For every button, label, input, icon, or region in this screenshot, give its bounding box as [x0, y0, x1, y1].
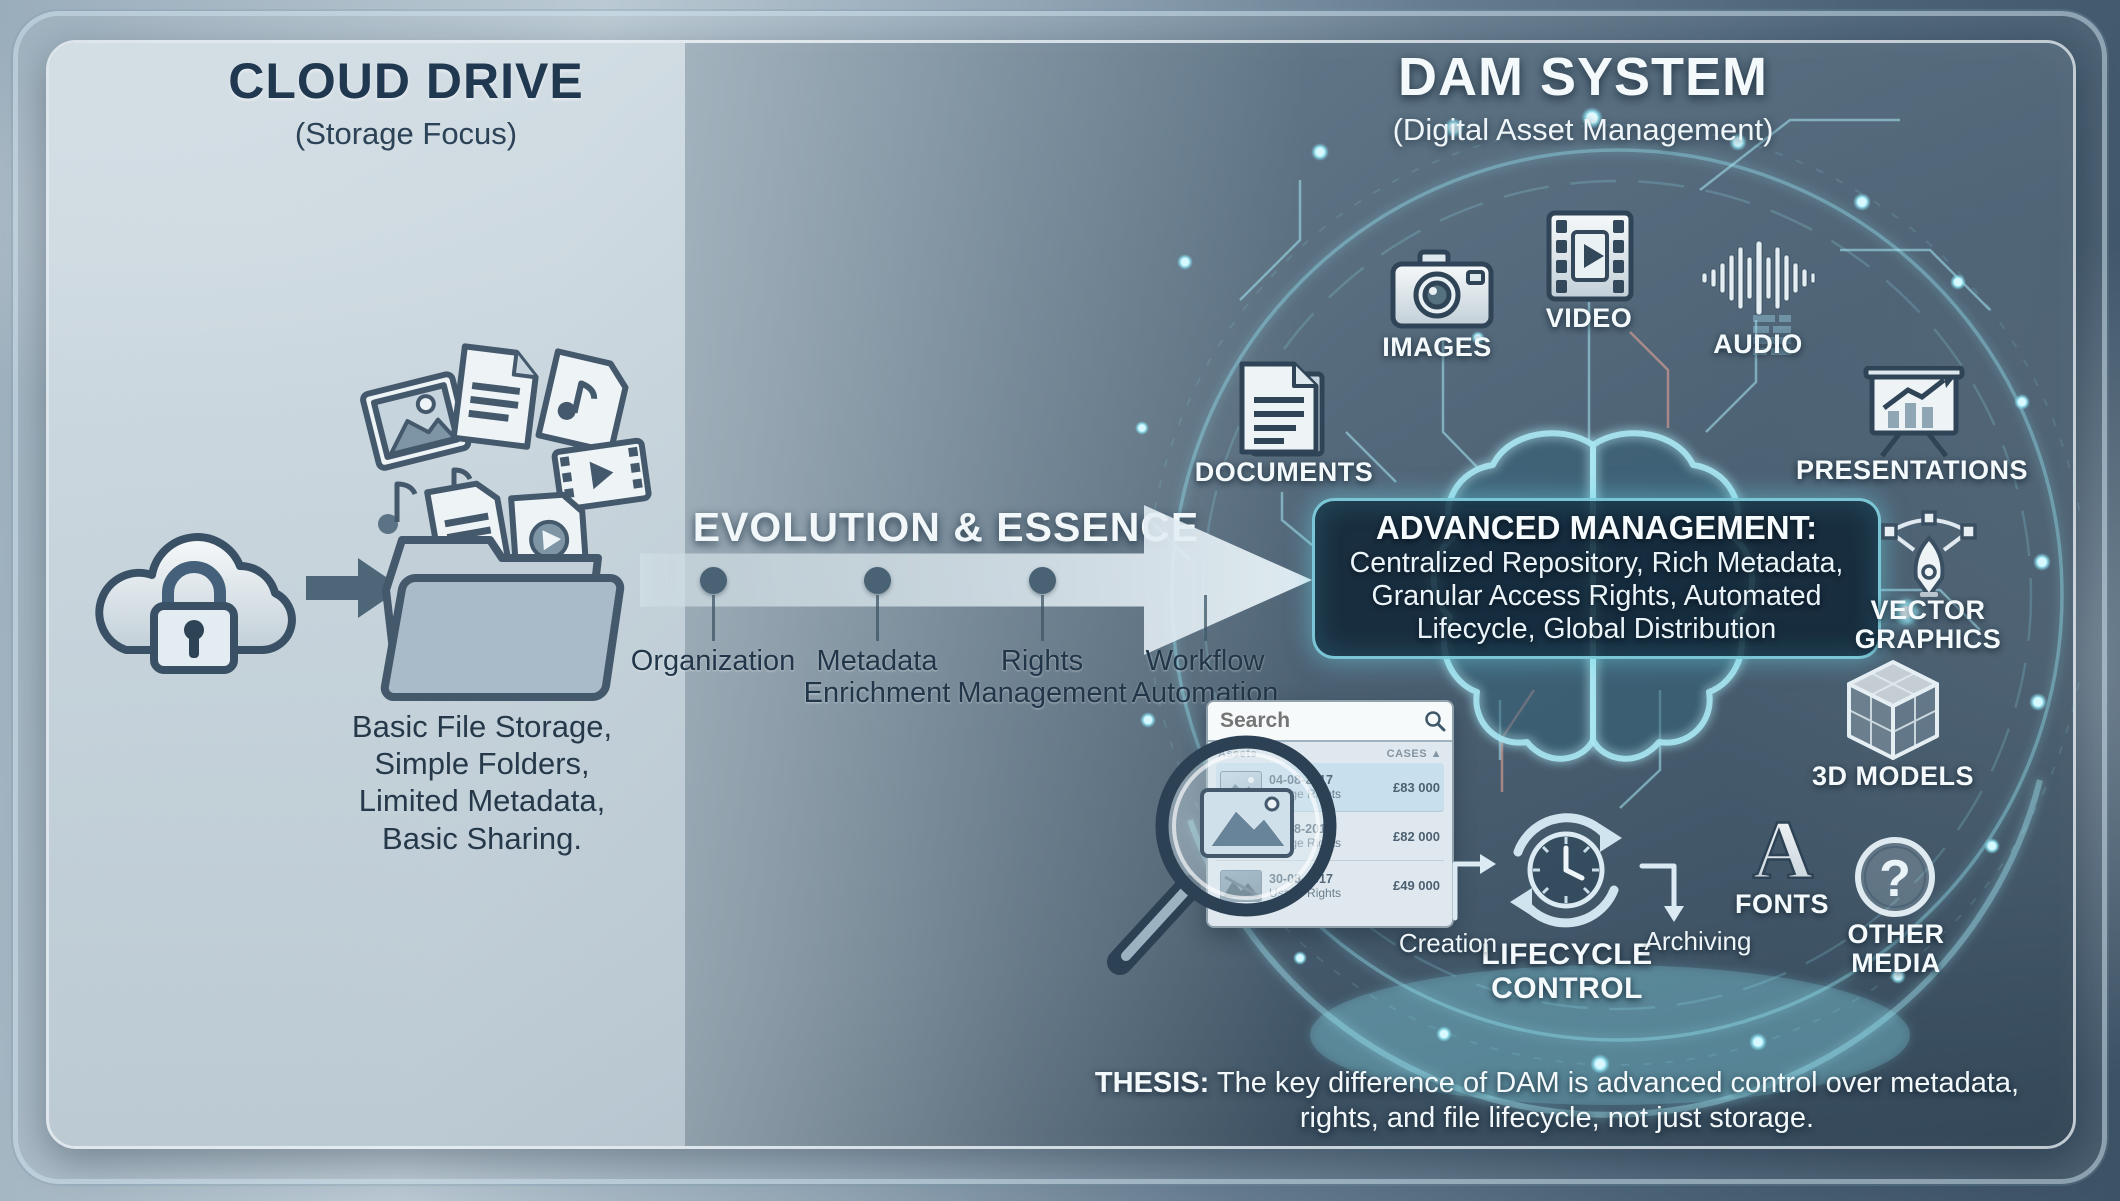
- glow-nodes: [1135, 107, 2051, 1074]
- outer-frame: [13, 11, 2107, 1184]
- cloud-lock-icon: [95, 533, 296, 674]
- dam-system-title: DAM SYSTEM: [1397, 47, 1769, 107]
- thesis-line2: rights, and file lifecycle, not just sto…: [1299, 1102, 1815, 1135]
- lifecycle-clock-icon: [1510, 813, 1622, 928]
- evolution-title: EVOLUTION & ESSENCE: [692, 504, 1200, 550]
- milestone-label: Workflow Automation: [1131, 645, 1279, 710]
- asset-label-vector-graphics: VECTOR GRAPHICS: [1854, 595, 2002, 655]
- thesis-line1: The key difference of DAM is advanced co…: [1209, 1067, 2020, 1099]
- background-table-icon: [1753, 315, 1791, 355]
- search-icon: [1425, 711, 1446, 732]
- lifecycle-step-archiving: Archiving: [1644, 926, 1752, 956]
- asset-label-audio: AUDIO: [1713, 329, 1803, 359]
- filmstrip-icon: [1546, 210, 1634, 302]
- advanced-management-line: Lifecycle, Global Distribution: [1416, 613, 1777, 646]
- timeline-dot: [1029, 567, 1056, 594]
- row-value: £49 000: [1393, 878, 1440, 893]
- asset-label-fonts: FONTS: [1735, 889, 1829, 919]
- search-input[interactable]: [1208, 709, 1418, 733]
- milestone-label: Metadata Enrichment: [803, 645, 951, 710]
- timeline-stem: [1204, 595, 1207, 641]
- pen-tool-icon: [1881, 510, 1977, 598]
- table-header-right[interactable]: CASES ▲: [1386, 748, 1442, 760]
- magnifier-overlay-icon: [1107, 735, 1337, 975]
- timeline-stem: [876, 595, 879, 641]
- timeline-stem: [712, 595, 715, 641]
- folder-files-icon: [360, 343, 652, 701]
- lifecycle-step-creation: Creation: [1398, 928, 1498, 958]
- asset-label-3d-models: 3D MODELS: [1811, 761, 1975, 791]
- row-value: £83 000: [1393, 779, 1440, 795]
- timeline-dot: [864, 567, 891, 594]
- asset-label-other-media: OTHER MEDIA: [1847, 919, 1945, 979]
- documents-icon: [1239, 361, 1325, 457]
- asset-label-video: VIDEO: [1545, 303, 1633, 333]
- asset-label-presentations: PRESENTATIONS: [1795, 455, 2029, 485]
- lifecycle-control-label: LIFECYCLE CONTROL: [1481, 938, 1653, 1005]
- question-mark-icon: ?: [1855, 837, 1935, 917]
- cube-icon: [1847, 660, 1939, 760]
- waveform-icon: [1701, 240, 1816, 316]
- dam-system-subtitle: (Digital Asset Management): [1392, 112, 1774, 147]
- letter-a-icon: A: [1751, 806, 1815, 890]
- asset-label-documents: DOCUMENTS: [1194, 457, 1374, 487]
- asset-label-images: IMAGES: [1382, 332, 1492, 362]
- search-button[interactable]: [1418, 706, 1452, 736]
- milestone-label: Organization: [630, 645, 796, 677]
- timeline-dot: [700, 567, 727, 594]
- lifecycle-flow-arrows: [1452, 854, 1684, 922]
- advanced-management-title: ADVANCED MANAGEMENT:: [1375, 509, 1818, 547]
- camera-icon: [1390, 249, 1494, 329]
- milestone-label: Rights Management: [957, 645, 1127, 710]
- arrow-right-icon: [306, 558, 402, 618]
- thesis-prefix: THESIS:: [1094, 1067, 1210, 1099]
- svg-text:A: A: [1753, 806, 1814, 890]
- svg-text:?: ?: [1879, 850, 1911, 908]
- timeline-stem: [1041, 595, 1044, 641]
- advanced-management-box: ADVANCED MANAGEMENT: Centralized Reposit…: [1312, 498, 1881, 659]
- cloud-drive-subtitle: (Storage Focus): [294, 116, 518, 151]
- row-value: £82 000: [1393, 828, 1440, 844]
- search-bar: [1208, 702, 1452, 742]
- presentation-chart-icon: [1863, 366, 1965, 458]
- advanced-management-line: Granular Access Rights, Automated: [1371, 579, 1822, 612]
- advanced-management-line: Centralized Repository, Rich Metadata,: [1349, 546, 1844, 579]
- cloud-drive-description: Basic File Storage, Simple Folders, Limi…: [351, 709, 613, 856]
- cloud-drive-title: CLOUD DRIVE: [228, 53, 584, 109]
- thesis-text: THESIS: The key difference of DAM is adv…: [1067, 1066, 2047, 1137]
